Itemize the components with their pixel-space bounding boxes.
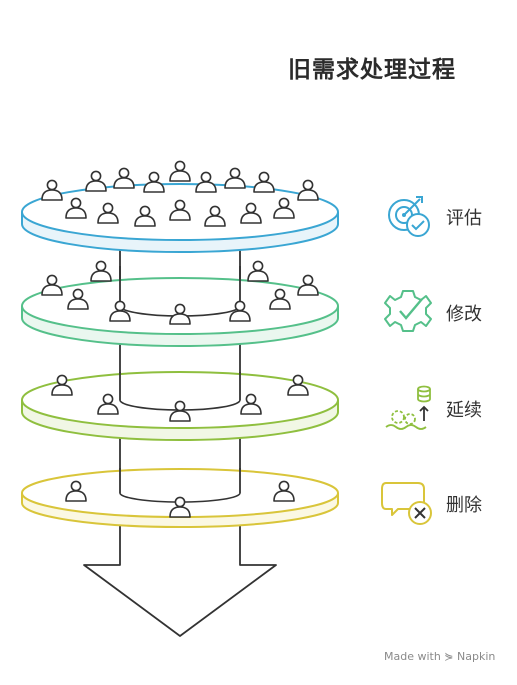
stage-label-modify: 修改 [446,304,482,325]
speech-bubble-x-icon [381,482,432,525]
stage-disc-evaluate [21,160,339,253]
target-check-icon [388,196,430,237]
stage-label-continue: 延续 [446,400,482,421]
stage-disc-continue [21,371,339,441]
gear-check-icon [384,290,432,332]
stage-label-evaluate: 评估 [446,208,482,229]
stage-disc-delete [21,468,339,528]
diagram-title: 旧需求处理过程 [288,57,456,83]
stage-disc-modify [21,260,339,347]
napkin-watermark: Made with ⋟ Napkin [384,650,496,663]
database-gears-icon [385,385,431,430]
stage-label-delete: 删除 [446,495,482,516]
